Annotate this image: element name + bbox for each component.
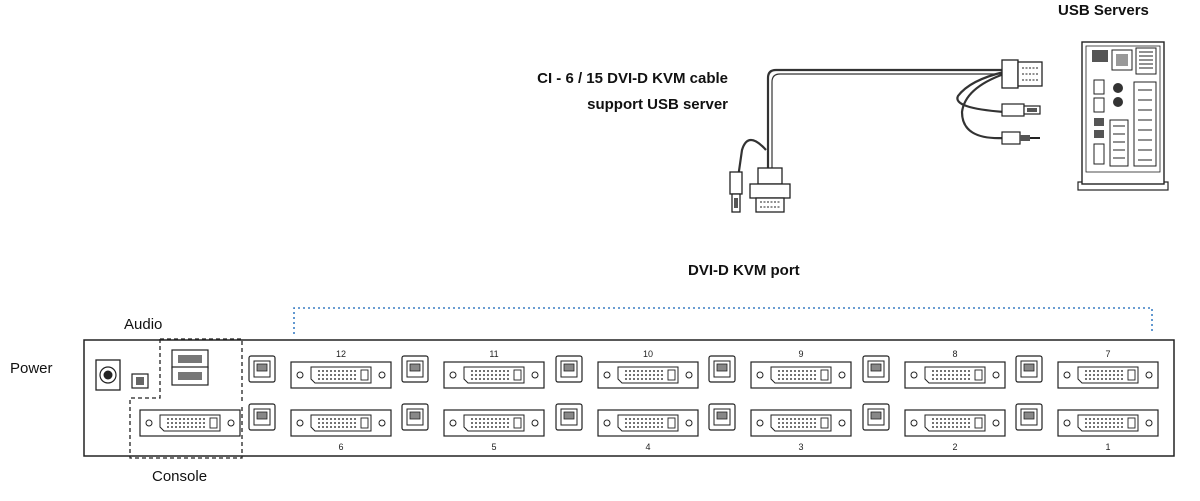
port-number-top: 12 bbox=[336, 349, 346, 359]
kvm-switch-chassis bbox=[83, 339, 1175, 457]
kvm-port-bracket bbox=[293, 307, 1153, 334]
usb-plug-server-end bbox=[1001, 103, 1041, 117]
usb-port-6 bbox=[248, 403, 276, 431]
dvi-port-9 bbox=[750, 361, 852, 389]
usb-port-7 bbox=[1015, 355, 1043, 383]
audio-plug-server-end bbox=[1001, 131, 1040, 145]
usb-port-3 bbox=[708, 403, 736, 431]
usb-plug-kvm-end bbox=[729, 171, 743, 213]
port-number-bottom: 6 bbox=[338, 442, 343, 452]
usb-port-12 bbox=[248, 355, 276, 383]
dvi-port-3 bbox=[750, 409, 852, 437]
kvm-cable bbox=[736, 68, 1005, 179]
port-number-top: 8 bbox=[952, 349, 957, 359]
usb-port-10 bbox=[555, 355, 583, 383]
usb-port-9 bbox=[708, 355, 736, 383]
dvi-port-8 bbox=[904, 361, 1006, 389]
port-number-bottom: 1 bbox=[1105, 442, 1110, 452]
usb-port-1 bbox=[1015, 403, 1043, 431]
port-number-top: 10 bbox=[643, 349, 653, 359]
audio-label: Audio bbox=[124, 316, 163, 333]
cable-label-line1: CI - 6 / 15 DVI-D KVM cable bbox=[537, 70, 728, 87]
dvi-port-1 bbox=[1057, 409, 1159, 437]
usb-port-8 bbox=[862, 355, 890, 383]
power-label: Power bbox=[10, 360, 53, 377]
dvi-plug-kvm-end bbox=[749, 167, 791, 213]
port-number-bottom: 2 bbox=[952, 442, 957, 452]
audio-jacks bbox=[171, 349, 209, 386]
usb-port-2 bbox=[862, 403, 890, 431]
port-number-top: 7 bbox=[1105, 349, 1110, 359]
port-number-top: 11 bbox=[489, 349, 498, 359]
power-jack bbox=[95, 359, 121, 391]
power-switch bbox=[131, 373, 149, 389]
usb-port-4 bbox=[555, 403, 583, 431]
dvi-port-5 bbox=[443, 409, 545, 437]
dvi-plug-server-end bbox=[1001, 59, 1043, 89]
dvi-port-7 bbox=[1057, 361, 1159, 389]
audio-dashed-box bbox=[129, 338, 243, 459]
dvi-port-6 bbox=[290, 409, 392, 437]
kvm-port-label: DVI-D KVM port bbox=[688, 262, 800, 279]
port-number-bottom: 5 bbox=[491, 442, 496, 452]
dvi-port-4 bbox=[597, 409, 699, 437]
port-number-bottom: 3 bbox=[798, 442, 803, 452]
cable-label-line2: support USB server bbox=[587, 96, 728, 113]
dvi-port-10 bbox=[597, 361, 699, 389]
usb-servers-label: USB Servers bbox=[1058, 2, 1149, 19]
usb-server-tower bbox=[1077, 41, 1169, 191]
dvi-port-11 bbox=[443, 361, 545, 389]
usb-port-5 bbox=[401, 403, 429, 431]
usb-port-11 bbox=[401, 355, 429, 383]
dvi-port-2 bbox=[904, 409, 1006, 437]
console-label: Console bbox=[152, 468, 208, 485]
console-dvi-port bbox=[139, 409, 241, 437]
dvi-port-12 bbox=[290, 361, 392, 389]
port-number-top: 9 bbox=[798, 349, 803, 359]
port-number-bottom: 4 bbox=[645, 442, 650, 452]
